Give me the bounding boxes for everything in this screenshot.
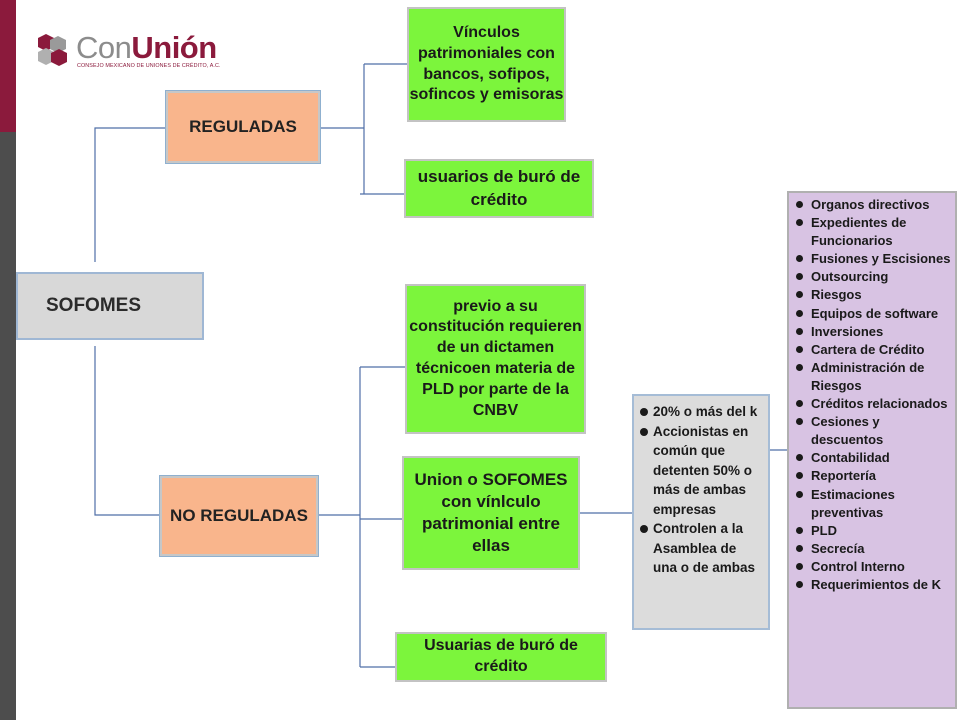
- cubes-logo-icon: [38, 34, 67, 66]
- list-item: Cesiones y descuentos: [793, 413, 951, 449]
- list-item: Contabilidad: [793, 449, 951, 467]
- list-item: Inversiones: [793, 323, 951, 341]
- logo-con-text: Con: [76, 30, 132, 65]
- logo-wordmark: ConUnión: [76, 32, 217, 64]
- side-bar: [0, 0, 16, 720]
- requirements-list: Organos directivos Expedientes de Funcio…: [787, 191, 957, 709]
- list-item: Administración de Riesgos: [793, 359, 951, 395]
- list-item: Accionistas en común que detenten 50% o …: [638, 422, 760, 520]
- list-item: Secrecía: [793, 540, 951, 558]
- list-item: Outsourcing: [793, 268, 951, 286]
- logo-tagline: CONSEJO MEXICANO DE UNIONES DE CRÉDITO, …: [77, 63, 221, 69]
- list-item: Fusiones y Escisiones: [793, 250, 951, 268]
- connector-sofomes-noreguladas: [94, 346, 160, 516]
- list-item: Equipos de software: [793, 305, 951, 323]
- list-item: Control Interno: [793, 558, 951, 576]
- reguladas-node: REGULADAS: [166, 91, 320, 163]
- usuarios-buro-node: usuarios de buró de crédito: [404, 159, 594, 218]
- side-accent: [0, 0, 16, 132]
- vinculos-patrimoniales-node: Vínculos patrimoniales con bancos, sofip…: [407, 7, 566, 122]
- list-item: Organos directivos: [793, 196, 951, 214]
- list-item: Cartera de Crédito: [793, 341, 951, 359]
- connector-sofomes-reguladas: [94, 127, 166, 262]
- sofomes-root-node: SOFOMES: [16, 272, 204, 340]
- vinculo-patrimonial-node: Union o SOFOMES con vínlculo patrimonial…: [402, 456, 580, 570]
- list-item: Riesgos: [793, 286, 951, 304]
- list-item: Requerimientos de K: [793, 576, 951, 594]
- list-item: Créditos relacionados: [793, 395, 951, 413]
- list-item: Estimaciones preventivas: [793, 486, 951, 522]
- list-item: Expedientes de Funcionarios: [793, 214, 951, 250]
- list-item: 20% o más del k: [638, 402, 760, 422]
- list-item: Controlen a la Asamblea de una o de amba…: [638, 519, 760, 578]
- logo-union-text: Unión: [131, 30, 217, 65]
- no-reguladas-node: NO REGULADAS: [160, 476, 318, 556]
- list-item: PLD: [793, 522, 951, 540]
- usuarias-buro-node: Usuarias de buró de crédito: [395, 632, 607, 682]
- conunion-logo: ConUnión CONSEJO MEXICANO DE UNIONES DE …: [34, 30, 234, 74]
- dictamen-pld-node: previo a su constitución requieren de un…: [405, 284, 586, 434]
- vinculo-criteria-list: 20% o más del k Accionistas en común que…: [632, 394, 770, 630]
- list-item: Reportería: [793, 467, 951, 485]
